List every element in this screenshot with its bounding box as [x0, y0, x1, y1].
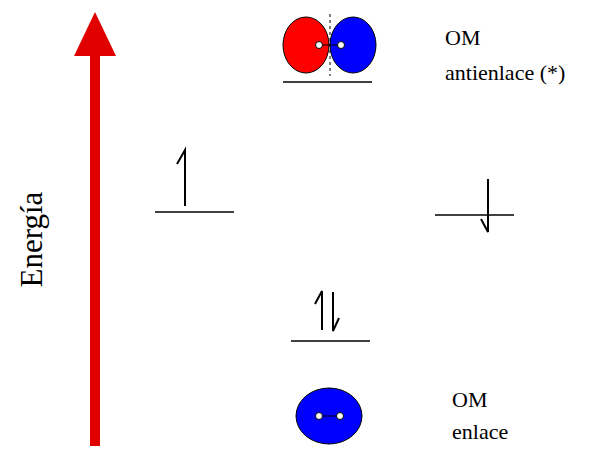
atomic-level	[155, 211, 234, 213]
orbital-label: OM enlace	[452, 384, 524, 448]
antibonding-level	[283, 81, 372, 83]
nucleus	[337, 413, 344, 420]
spin-down-electron	[481, 179, 488, 232]
spin-down-electron	[333, 292, 339, 331]
nucleus	[316, 413, 323, 420]
atomic-level	[435, 214, 514, 216]
bonding-orbital	[296, 388, 362, 444]
energy-axis	[90, 50, 100, 446]
axis-label: Energía	[13, 192, 50, 288]
antibonding-lobe-red	[283, 17, 329, 73]
bonding-level	[291, 340, 370, 342]
orbital-label: OM antienlace (*)	[445, 20, 570, 90]
nucleus	[338, 42, 345, 49]
energy-arrowhead	[74, 12, 116, 56]
nucleus	[316, 42, 323, 49]
spin-up-electron	[315, 291, 322, 330]
spin-up-electron	[177, 150, 185, 206]
